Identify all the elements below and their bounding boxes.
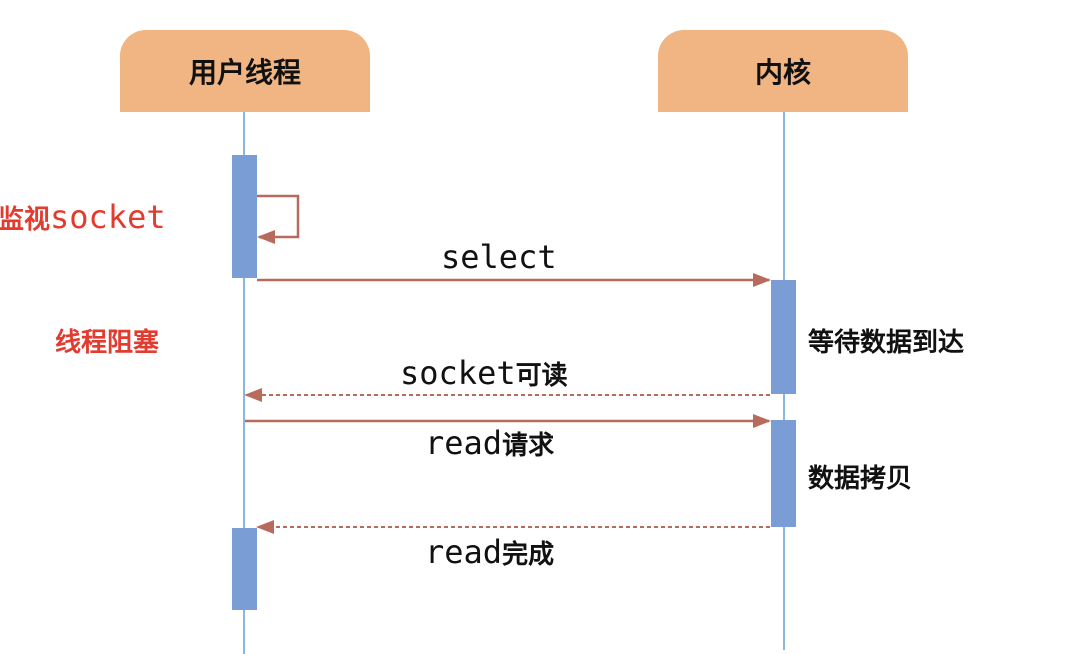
actor-user-thread-label: 用户线程 [188,56,301,89]
note-wait-data: 等待数据到达 [808,328,965,358]
note-monitor-socket: 监视socket [0,198,166,236]
activation-user-read-done [232,528,257,610]
message-read-done-code: read [425,533,503,571]
note-thread-blocked: 线程阻塞 [55,328,160,358]
actor-user-thread: 用户线程 [120,30,370,112]
activation-kernel-copy [771,420,796,527]
note-monitor-cn: 监视 [0,205,51,235]
note-monitor-socket-code: socket [50,198,166,236]
message-read-done-cn: 完成 [502,540,555,570]
actor-kernel: 内核 [658,30,908,112]
activation-user-monitor [232,155,257,278]
message-read-request-cn: 请求 [502,431,555,461]
message-select-label: select [441,238,557,276]
actor-kernel-label: 内核 [754,56,811,89]
message-socket-readable-code: socket [400,354,516,392]
message-read-request-label: read请求 [425,424,554,462]
message-read-request-code: read [425,424,503,462]
self-call-arrow [257,194,300,244]
lifeline-user-thread [243,112,245,654]
message-socket-readable-label: socket可读 [400,354,568,392]
message-read-done-label: read完成 [425,533,554,571]
message-socket-readable-cn: 可读 [515,361,568,391]
note-data-copy: 数据拷贝 [808,464,913,494]
activation-kernel-wait [771,280,796,394]
